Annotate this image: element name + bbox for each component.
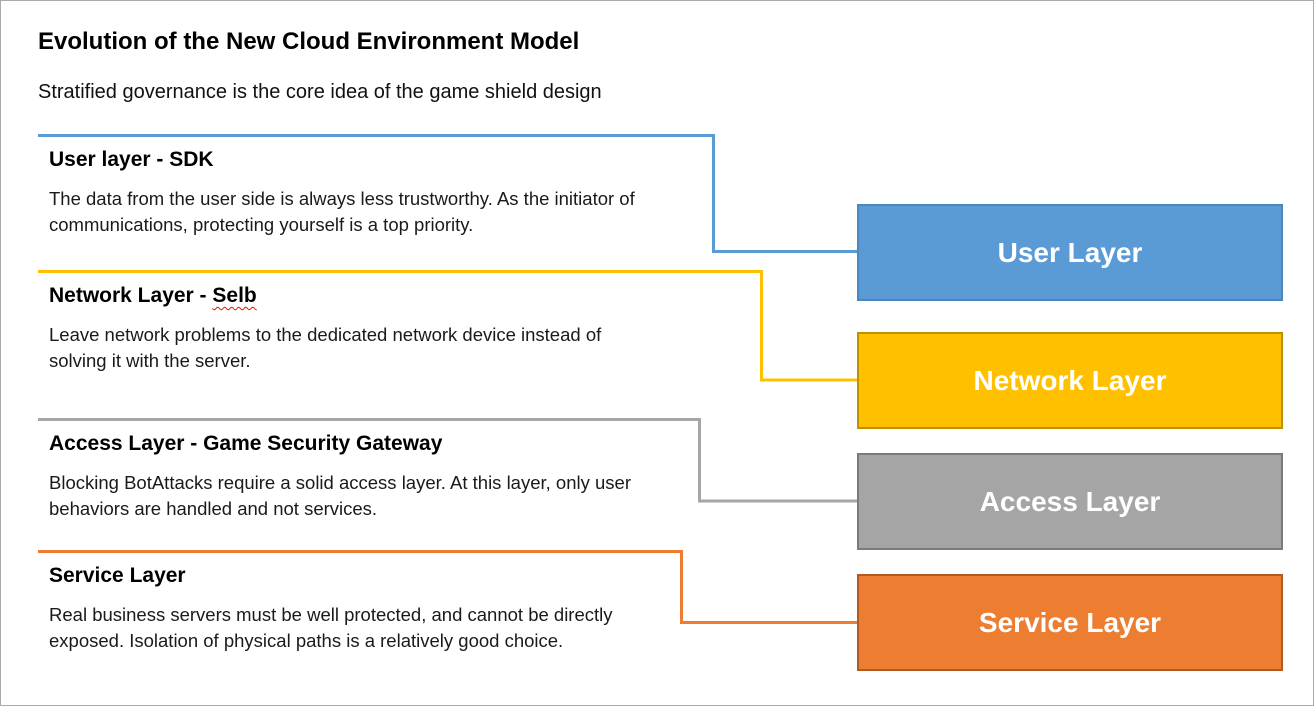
section-body-line: The data from the user side is always le… xyxy=(49,188,635,209)
section-body-line: behaviors are handled and not services. xyxy=(49,498,378,519)
section-user-layer: User layer - SDK The data from the user … xyxy=(49,147,635,238)
section-body: Blocking BotAttacks require a solid acce… xyxy=(49,470,631,522)
section-body-line: Leave network problems to the dedicated … xyxy=(49,324,602,345)
section-body-line: Blocking BotAttacks require a solid acce… xyxy=(49,472,632,493)
section-service-layer: Service Layer Real business servers must… xyxy=(49,563,613,654)
section-body-line: exposed. Isolation of physical paths is … xyxy=(49,630,564,651)
layer-box-label: Network Layer xyxy=(973,364,1167,396)
section-body-line: communications, protecting yourself is a… xyxy=(49,214,474,235)
access-layer-box: Access Layer xyxy=(857,453,1283,550)
misspelled-word: Selb xyxy=(212,284,257,307)
section-body: Leave network problems to the dedicated … xyxy=(49,322,601,374)
layer-box-label: User Layer xyxy=(997,236,1143,268)
section-body-line: solving it with the server. xyxy=(49,350,251,371)
service-layer-box: Service Layer xyxy=(857,574,1283,671)
section-network-layer: Network Layer - Selb Leave network probl… xyxy=(49,283,601,374)
user-layer-box: User Layer xyxy=(857,204,1283,301)
section-body-line: Real business servers must be well prote… xyxy=(49,604,613,625)
network-layer-box: Network Layer xyxy=(857,332,1283,429)
section-heading: Service Layer xyxy=(49,564,186,587)
section-heading: User layer - SDK xyxy=(49,148,214,171)
section-heading: Access Layer - Game Security Gateway xyxy=(49,432,443,455)
section-access-layer: Access Layer - Game Security Gateway Blo… xyxy=(49,431,631,522)
section-body: The data from the user side is always le… xyxy=(49,186,635,238)
section-body: Real business servers must be well prote… xyxy=(49,602,613,654)
page-title: Evolution of the New Cloud Environment M… xyxy=(38,28,580,55)
layer-box-label: Service Layer xyxy=(978,606,1162,638)
layer-box-label: Access Layer xyxy=(979,485,1161,517)
section-heading: Network Layer - Selb xyxy=(49,284,257,307)
page-subtitle: Stratified governance is the core idea o… xyxy=(38,81,602,103)
